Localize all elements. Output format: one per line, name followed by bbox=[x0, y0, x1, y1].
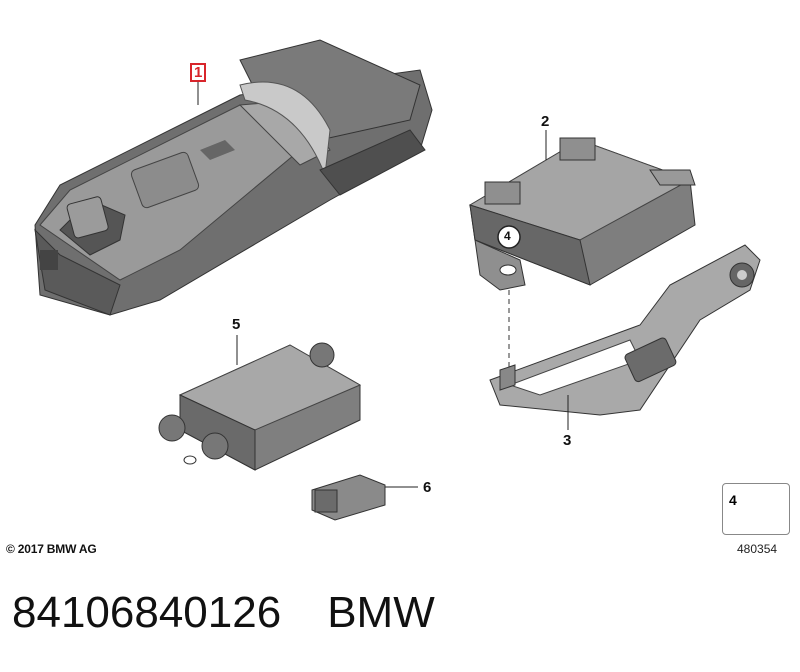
copyright: © 2017 BMW AG bbox=[6, 542, 97, 556]
callout-5: 5 bbox=[232, 316, 241, 333]
leader-lines bbox=[197, 82, 569, 488]
legend-number: 4 bbox=[729, 492, 737, 508]
part-6-connector bbox=[311, 474, 386, 521]
callout-3: 3 bbox=[563, 432, 572, 449]
part-3-bracket bbox=[489, 244, 761, 416]
part-5-module bbox=[158, 342, 362, 471]
callout-6: 6 bbox=[423, 479, 432, 496]
legend-box: 4 bbox=[722, 483, 790, 535]
part-1-cradle bbox=[34, 39, 433, 316]
part-2-control-unit bbox=[468, 137, 696, 291]
callout-4: 4 bbox=[504, 229, 511, 243]
part-number: 84106840126 bbox=[12, 588, 282, 637]
callout-4-circle bbox=[497, 225, 521, 249]
brand: BMW bbox=[327, 588, 435, 637]
callout-2: 2 bbox=[541, 113, 550, 130]
callout-1: 1 bbox=[190, 63, 207, 82]
footer: 84106840126 BMW bbox=[12, 588, 435, 638]
diagram-id: 480354 bbox=[737, 542, 778, 556]
